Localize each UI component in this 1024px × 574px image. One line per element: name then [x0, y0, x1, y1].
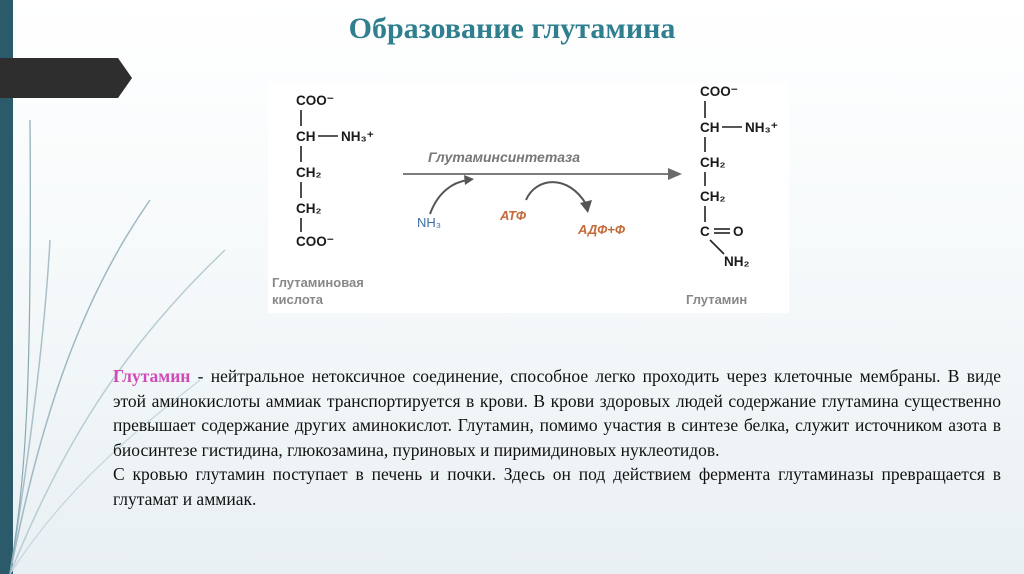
substrate-coo-bottom: COO⁻ [296, 234, 334, 249]
substrate-ch2-a: CH₂ [296, 165, 322, 180]
substrate-nh3: NH₃⁺ [341, 129, 374, 144]
product-ch2-a: CH₂ [700, 155, 726, 170]
glutamine-structure: COO⁻ CH NH₃⁺ CH₂ CH₂ C O NH₂ Глутамин [686, 84, 778, 307]
product-nh3: NH₃⁺ [745, 120, 778, 135]
substrate-ch2-b: CH₂ [296, 201, 322, 216]
product-coo-top: COO⁻ [700, 84, 738, 99]
substrate-coo-top: COO⁻ [296, 93, 334, 108]
atp-label: АТФ [499, 208, 527, 223]
bookmark-tab [0, 58, 132, 98]
product-caption: Глутамин [686, 292, 747, 307]
substrate-ch: CH [296, 129, 316, 144]
decorative-lines [9, 119, 226, 574]
product-nh2: NH₂ [724, 254, 750, 269]
nh3-reactant: NH₃ [417, 215, 441, 230]
page-title: Образование глутамина [348, 12, 676, 45]
glutamine-term: Глутамин [113, 366, 191, 386]
paragraph-1-body: - нейтральное нетоксичное соединение, сп… [113, 366, 1001, 460]
substrate-caption-1: Глутаминовая [272, 275, 364, 290]
adp-label: АДФ+Ф [577, 222, 626, 237]
product-ch: CH [700, 120, 720, 135]
enzyme-label: Глутаминсинтетаза [428, 149, 580, 165]
product-o: O [733, 224, 744, 239]
body-text: Глутамин - нейтральное нетоксичное соеди… [113, 364, 1001, 511]
paragraph-1: Глутамин - нейтральное нетоксичное соеди… [113, 364, 1001, 462]
product-ch2-b: CH₂ [700, 189, 726, 204]
left-accent-bar [0, 0, 13, 574]
product-c: C [700, 224, 710, 239]
reaction-arrow-group: Глутаминсинтетаза NH₃ АТФ АДФ+Ф [403, 149, 682, 237]
substrate-caption-2: кислота [272, 292, 324, 307]
reaction-diagram: COO⁻ CH NH₃⁺ CH₂ CH₂ COO⁻ Глутаминовая к… [268, 82, 789, 313]
paragraph-2: С кровью глутамин поступает в печень и п… [113, 464, 1001, 509]
glutamic-acid-structure: COO⁻ CH NH₃⁺ CH₂ CH₂ COO⁻ Глутаминовая к… [272, 93, 374, 307]
